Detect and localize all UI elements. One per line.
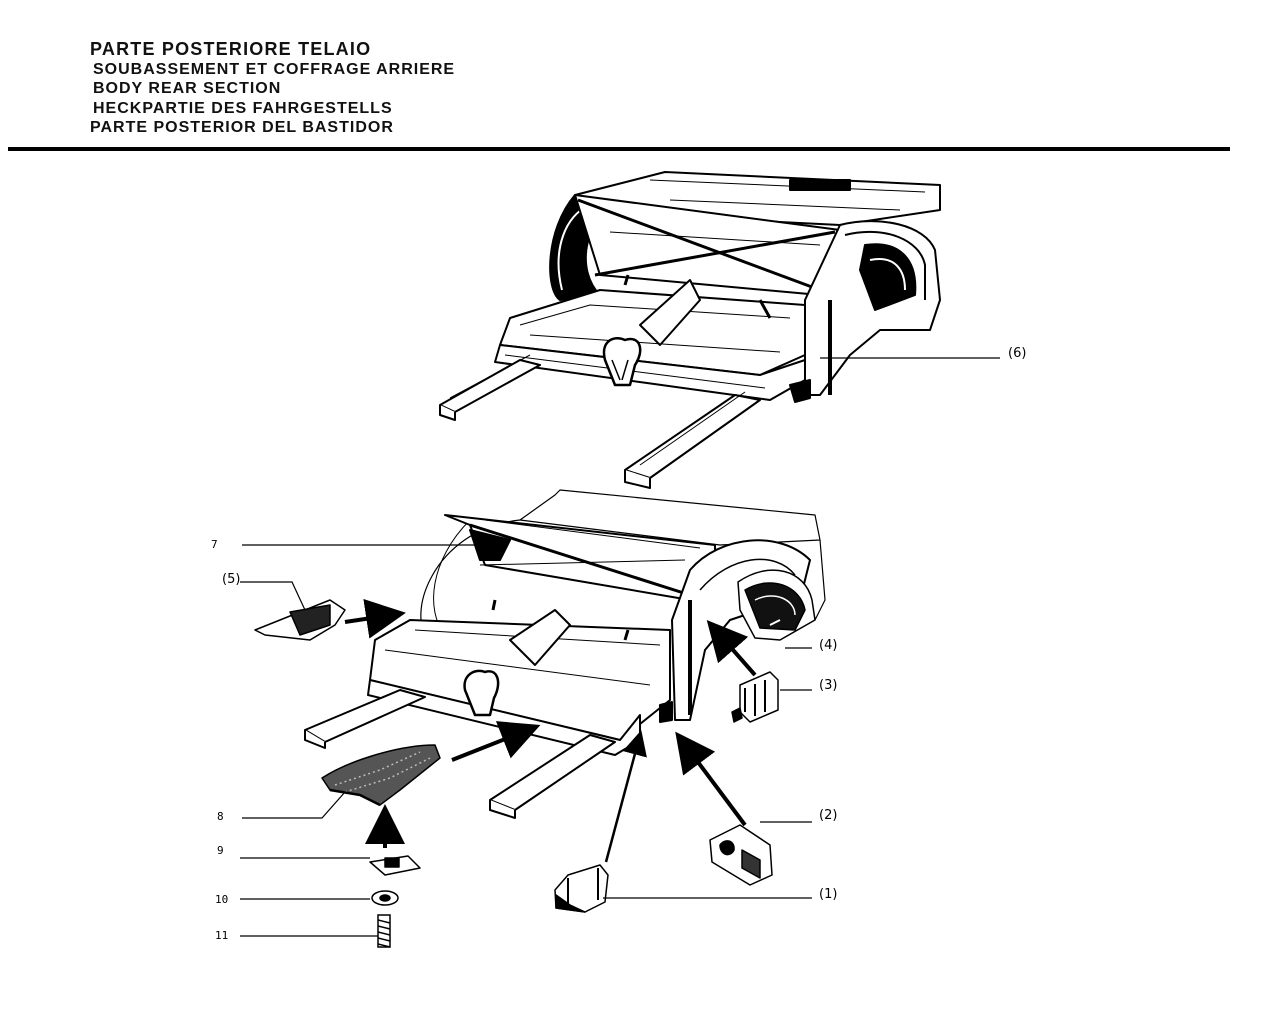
header-rule (8, 147, 1230, 151)
callout-9: 9 (217, 844, 224, 857)
title-spanish: PARTE POSTERIOR DEL BASTIDOR (90, 119, 394, 136)
title-italian: PARTE POSTERIORE TELAIO (90, 39, 372, 59)
part-11-screw (377, 914, 391, 948)
assembled-rear-section-illustration (439, 171, 941, 489)
part-8-reinforcement (321, 744, 441, 807)
part-5-bracket (254, 599, 346, 641)
title-french: SOUBASSEMENT ET COFFRAGE ARRIERE (93, 60, 456, 78)
title-german: HECKPARTIE DES FAHRGESTELLS (93, 99, 393, 117)
part-1-block (554, 864, 609, 913)
callout-3: (3) (819, 678, 837, 693)
callout-11: 11 (215, 929, 228, 942)
callout-4: (4) (819, 638, 837, 653)
callout-2: (2) (819, 808, 837, 823)
callout-7: 7 (211, 538, 218, 551)
part-3-bracket (731, 671, 779, 723)
assembly-arrows (344, 599, 757, 863)
leader-lines (240, 357, 1000, 937)
callout-5: (5) (222, 572, 240, 587)
part-2-mount (709, 824, 773, 886)
callout-10: 10 (215, 893, 228, 906)
title-english: BODY REAR SECTION (93, 80, 282, 97)
callout-1: (1) (819, 887, 837, 902)
callout-8: 8 (217, 810, 224, 823)
part-9-clip (369, 855, 421, 876)
part-4-wheel-arch-panel (737, 569, 816, 641)
part-10-washer (371, 890, 399, 906)
title-block: PARTE POSTERIORE TELAIO SOUBASSEMENT ET … (90, 39, 456, 138)
callout-6: (6) (1008, 346, 1026, 361)
